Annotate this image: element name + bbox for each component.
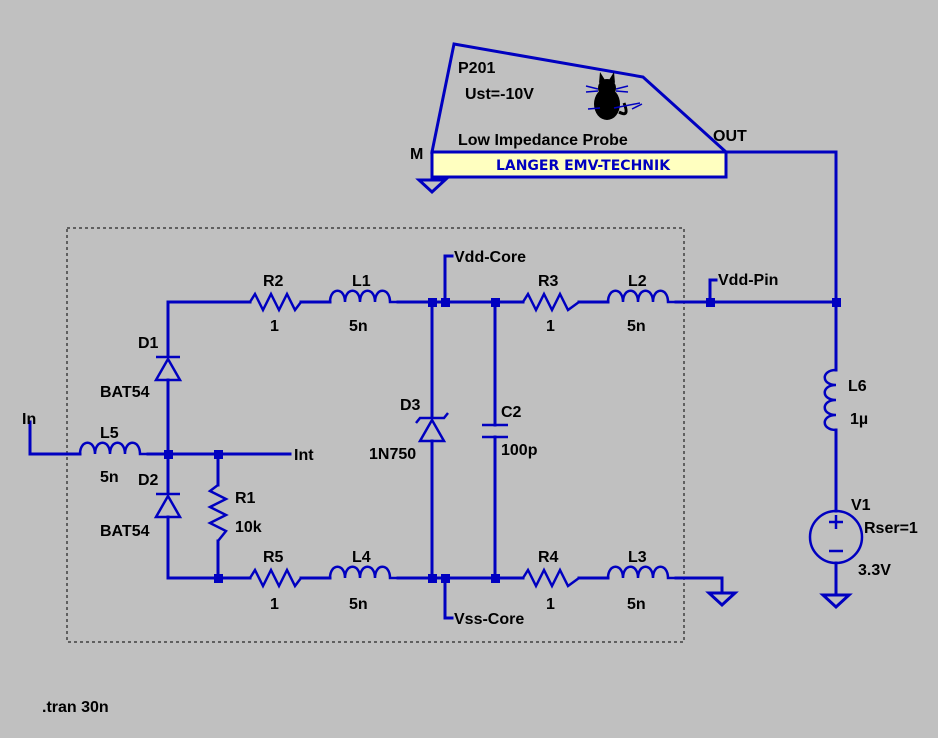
d2-value: BAT54 [100,523,150,540]
l6-ref: L6 [848,378,867,395]
net-label-vss-core: Vss-Core [454,611,524,628]
l3-value: 5n [627,596,646,613]
ground-icon [705,591,739,608]
inductor-l3[interactable]: L3 5n [606,549,676,613]
r2-value: 1 [270,318,279,335]
junctions [164,298,841,583]
ic-boundary [66,227,685,643]
net-label-vdd-pin: Vdd-Pin [718,272,778,289]
r5-value: 1 [270,596,279,613]
inductor-l2[interactable]: L2 5n [606,273,676,335]
d1-value: BAT54 [100,384,150,401]
l1-value: 5n [349,318,368,335]
resistor-r3[interactable]: R3 1 [521,273,580,335]
l2-ref: L2 [628,273,647,290]
l4-ref: L4 [352,549,371,566]
resistor-r1[interactable]: R1 10k [207,484,262,542]
c2-value: 100p [501,442,538,459]
v1-param: Rser=1 [864,520,918,537]
d3-value: 1N750 [369,446,416,463]
net-label-in: In [22,411,36,428]
probe-name: Low Impedance Probe [458,132,628,149]
probe-brand-bar [430,150,728,179]
d1-ref: D1 [138,335,159,352]
l5-value: 5n [100,469,119,486]
l4-value: 5n [349,596,368,613]
d3-ref: D3 [400,397,421,414]
resistor-r4[interactable]: R4 1 [521,549,580,613]
probe-ref: P201 [458,60,495,77]
r4-value: 1 [546,596,555,613]
probe-p201[interactable]: LANGER EMV-TECHNIK P201 Ust=-10V Low Imp… [410,42,747,179]
c2-ref: C2 [501,404,522,421]
inductor-l4[interactable]: L4 5n [328,549,398,613]
r4-ref: R4 [538,549,559,566]
l3-ref: L3 [628,549,647,566]
r3-value: 1 [546,318,555,335]
cat-logo-icon [585,72,643,120]
v1-ref: V1 [851,497,871,514]
net-label-int: Int [294,447,314,464]
r2-ref: R2 [263,273,284,290]
diode-d1[interactable]: D1 BAT54 [100,335,183,401]
wires [28,150,838,620]
ground-icon [415,178,449,195]
spice-directive[interactable]: .tran 30n [42,699,109,716]
inductor-l6[interactable]: L6 1µ [823,368,868,432]
net-label-vdd-core: Vdd-Core [454,249,526,266]
diode-d2[interactable]: D2 BAT54 [100,472,183,540]
d2-ref: D2 [138,472,159,489]
voltage-source-v1[interactable]: V1 Rser=1 3.3V [808,497,918,579]
resistor-r5[interactable]: R5 1 [248,549,302,613]
r5-ref: R5 [263,549,284,566]
resistor-r2[interactable]: R2 1 [248,273,302,335]
inductor-l5[interactable]: L5 5n [78,425,148,486]
r3-ref: R3 [538,273,559,290]
v1-value: 3.3V [858,562,891,579]
l2-value: 5n [627,318,646,335]
probe-pin-out: OUT [713,128,747,145]
r1-ref: R1 [235,490,256,507]
r1-value: 10k [235,519,262,536]
inductor-l1[interactable]: L1 5n [328,273,398,335]
l5-ref: L5 [100,425,119,442]
probe-brand: LANGER EMV-TECHNIK [496,158,671,174]
zener-d3[interactable]: D3 1N750 [369,397,449,463]
probe-param: Ust=-10V [465,86,534,103]
probe-pin-m: M [410,146,423,163]
l1-ref: L1 [352,273,371,290]
ground-icon [819,593,853,610]
l6-value: 1µ [850,411,868,428]
capacitor-c2[interactable]: C2 100p [482,404,538,459]
